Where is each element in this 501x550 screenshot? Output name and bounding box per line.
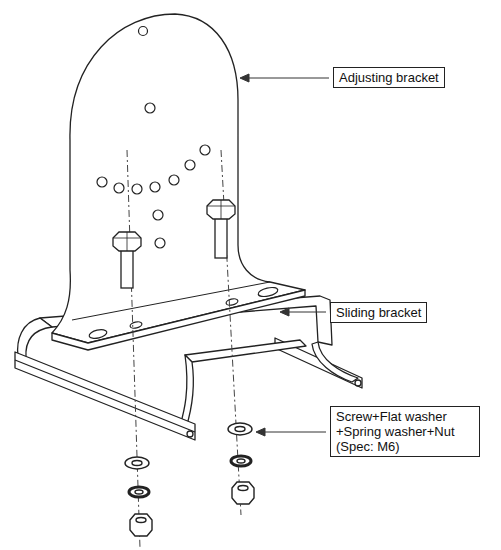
frame-cross [185,340,306,362]
flange-edge [52,290,305,350]
callout-text: Screw+Flat washer +Spring washer+Nut (Sp… [336,409,474,454]
callout-box: Sliding bracket [330,302,427,323]
frame-bend [18,318,52,358]
bolts [113,200,235,288]
frame-bend [180,355,193,428]
adjusting-plate [52,14,305,343]
fasteners [125,423,254,536]
front-rail [15,352,195,440]
frame-bend [312,342,358,382]
callout-text: Sliding bracket [336,305,421,320]
leader-lines [240,74,329,436]
callout-text: Adjusting bracket [339,70,439,85]
callout-box: Adjusting bracket [333,67,445,88]
callout-box: Screw+Flat washer +Spring washer+Nut (Sp… [330,406,480,457]
